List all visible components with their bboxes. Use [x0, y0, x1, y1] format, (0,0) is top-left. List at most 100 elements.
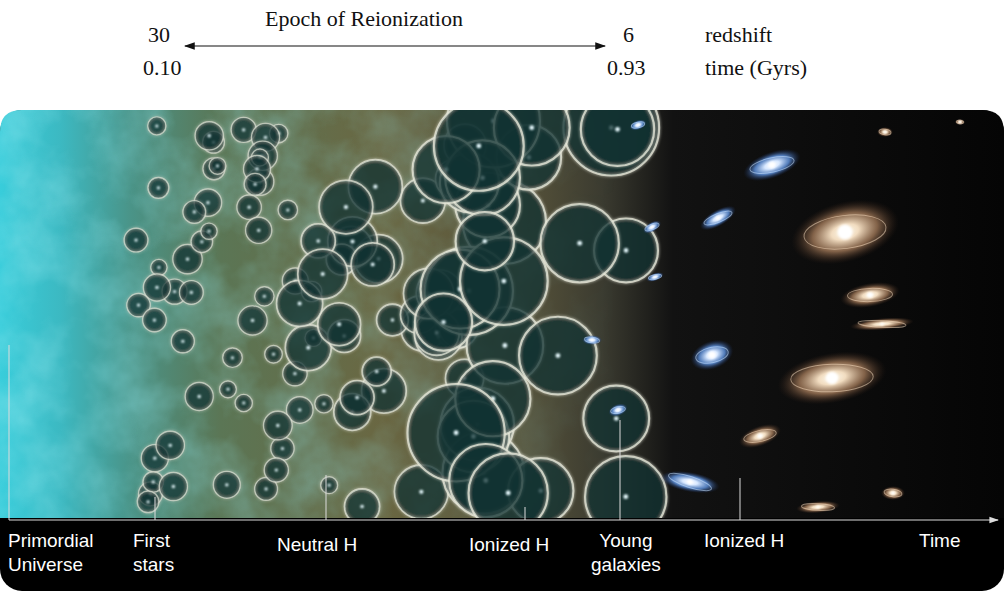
ionized-bubble: [264, 458, 288, 482]
first-star: [382, 389, 386, 393]
bubble-ring: [223, 348, 242, 367]
galaxy-disk: [881, 486, 905, 500]
first-star: [281, 447, 284, 450]
bubble-ring: [278, 200, 297, 219]
bubble-ring: [415, 294, 472, 351]
bubble-ring: [183, 201, 206, 224]
first-star: [206, 201, 209, 204]
first-star: [298, 301, 302, 305]
first-star: [264, 136, 267, 139]
bubble-ring: [209, 158, 226, 175]
first-star: [502, 343, 507, 348]
galaxy-disk: [784, 189, 906, 275]
stage-label: Neutral H: [277, 533, 357, 557]
bubble-ring: [434, 101, 524, 191]
tick: [326, 475, 327, 520]
first-star: [577, 241, 582, 246]
first-star: [251, 319, 254, 322]
spiral-arm: [743, 427, 778, 445]
epoch-heading: Epoch of Reionization: [265, 6, 463, 32]
bubble-ring: [271, 437, 294, 460]
first-star: [186, 257, 189, 260]
bubble-ring: [319, 180, 373, 234]
spiral-arm: [610, 405, 626, 415]
ionized-bubble: [271, 437, 294, 460]
first-star: [137, 304, 140, 307]
spiral-arm: [956, 120, 964, 124]
first-star: [441, 320, 445, 324]
galaxy: [582, 335, 602, 345]
bubble-ring: [235, 394, 252, 411]
bubble-ring: [541, 204, 619, 282]
galaxy-disk: [877, 127, 893, 137]
ionized-bubble: [143, 308, 166, 331]
ionized-bubble: [223, 348, 242, 367]
first-star: [208, 134, 211, 137]
first-star: [225, 483, 228, 486]
stage-label: Young galaxies: [591, 529, 661, 577]
galaxy-disk: [687, 334, 738, 375]
galaxy: [736, 419, 784, 453]
first-star: [506, 491, 511, 496]
bubble-ring: [264, 411, 293, 440]
first-star: [373, 185, 377, 189]
bubble-ring: [180, 281, 204, 305]
spiral-arm: [790, 363, 873, 393]
galaxy-core: [653, 275, 657, 279]
galaxy: [659, 467, 722, 497]
galaxy: [645, 270, 665, 284]
galaxy-disk: [628, 117, 648, 133]
first-star: [242, 402, 245, 405]
spiral-arm: [749, 153, 796, 176]
galaxy-disk: [838, 278, 901, 312]
ionized-bubble: [340, 381, 374, 415]
first-star: [242, 128, 245, 131]
axis-unit: redshift: [705, 22, 772, 48]
ionized-bubble: [209, 158, 226, 175]
bubble-ring: [143, 274, 170, 301]
bubble-ring: [318, 303, 361, 346]
first-star: [157, 266, 160, 269]
spiral-arm: [584, 336, 600, 344]
ionized-bubble: [434, 101, 524, 191]
bubble-ring: [156, 431, 184, 459]
galaxy-disk: [955, 119, 965, 125]
first-star: [286, 208, 289, 211]
ionized-bubble: [124, 228, 148, 252]
bubble-ring: [362, 357, 391, 386]
ionized-bubble: [143, 274, 170, 301]
ionized-bubble: [159, 472, 187, 500]
time-value: 0.10: [143, 55, 182, 81]
galaxy: [687, 334, 738, 375]
galaxy-core: [867, 292, 874, 299]
bubble-ring: [519, 317, 597, 395]
galaxy-disk: [659, 467, 722, 497]
bubble-ring: [201, 223, 217, 239]
bubble-ring: [148, 117, 166, 135]
galaxy-core: [636, 123, 640, 127]
galaxy-core: [687, 479, 693, 485]
bubble-ring: [220, 381, 237, 398]
first-star: [293, 372, 296, 375]
bubble-ring: [564, 80, 660, 176]
ionized-bubble: [156, 431, 184, 459]
epoch-arrow: [185, 45, 605, 46]
galaxy: [881, 486, 905, 500]
spiral-arm: [847, 288, 892, 303]
galaxy: [784, 189, 906, 275]
spiral-arm: [648, 273, 662, 280]
galaxy-disk: [645, 270, 665, 284]
bubble-ring: [469, 453, 548, 532]
galaxy-core: [836, 223, 854, 241]
first-star: [483, 239, 487, 243]
galaxy: [641, 218, 663, 237]
ionized-bubble: [220, 381, 237, 398]
galaxy-disk: [796, 499, 841, 515]
spiral-arm: [631, 121, 645, 129]
redshift-value: 6: [623, 22, 634, 48]
ionized-bubble: [265, 346, 282, 363]
ionized-bubble: [564, 80, 660, 176]
galaxy-disk: [607, 401, 630, 419]
redshift-value: 30: [148, 22, 170, 48]
